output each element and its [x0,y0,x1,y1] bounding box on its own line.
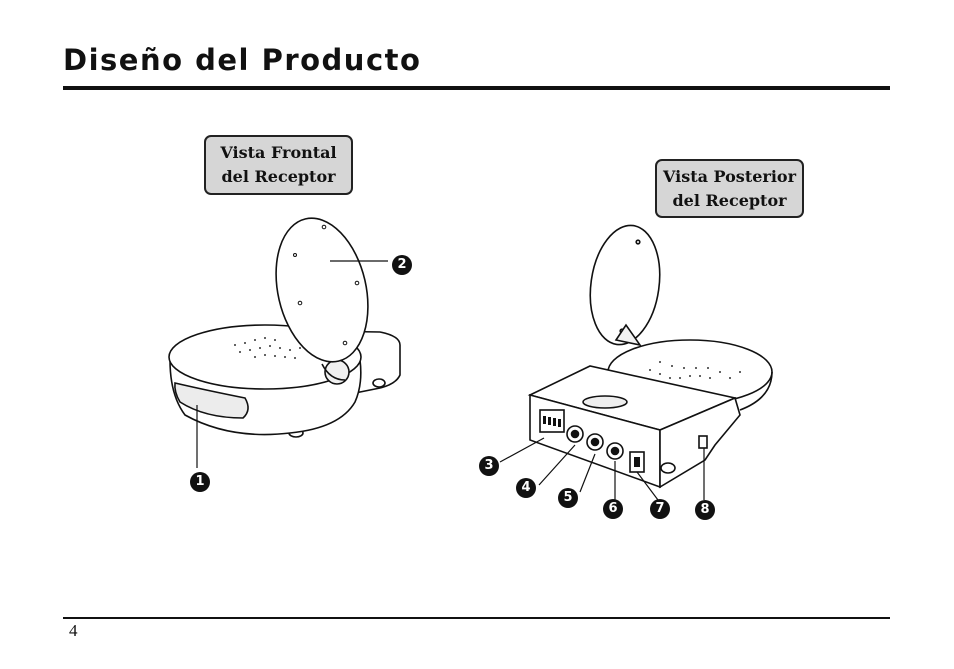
marker-6: 6 [603,499,623,519]
rear-view-label-line2: del Receptor [672,191,787,210]
footer-rule [63,617,890,619]
marker-4: 4 [516,478,536,498]
front-view-label-line1: Vista Frontal [220,143,337,162]
marker-2: 2 [392,255,412,275]
rear-view-label-line1: Vista Posterior [662,167,796,186]
page-title: Diseño del Producto [63,43,422,77]
page-number: 4 [69,621,78,640]
rear-view-callout: Vista Posterior del Receptor [655,159,804,218]
marker-5: 5 [558,488,578,508]
front-view-label-line2: del Receptor [221,167,336,186]
front-view-callout: Vista Frontal del Receptor [204,135,353,195]
marker-8: 8 [695,500,715,520]
rear-receiver-illustration [499,224,773,501]
marker-1: 1 [190,472,210,492]
marker-3: 3 [479,456,499,476]
front-receiver-illustration [168,217,401,468]
title-rule [63,86,890,90]
marker-7: 7 [650,499,670,519]
